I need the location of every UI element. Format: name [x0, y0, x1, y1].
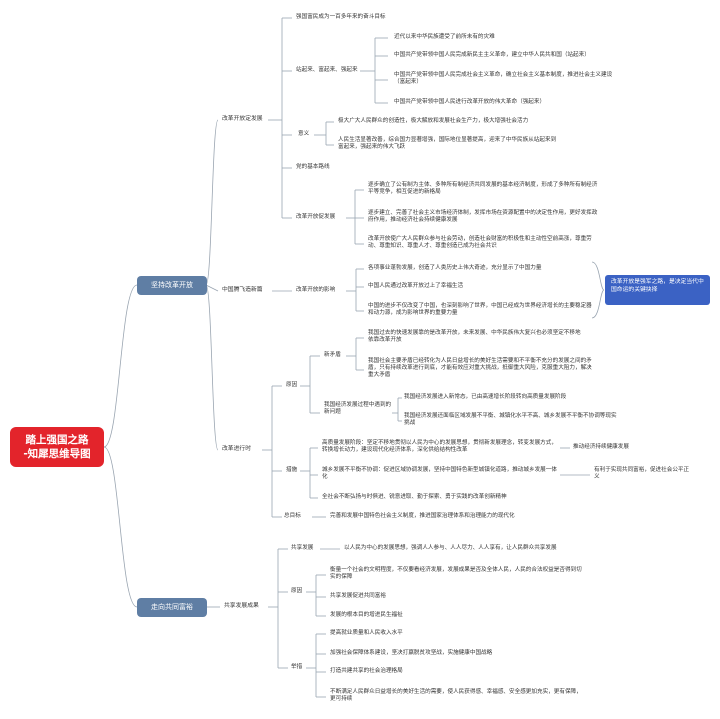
branch-common-prosperity[interactable]: 走向共同富裕 [137, 598, 207, 617]
rise-item-2[interactable]: 中国共产党带领中国人民完成新民主主义革命，建立中华人民共和国（站起来） [394, 52, 590, 58]
node-reform-ongoing[interactable]: 改革进行时 [222, 446, 251, 452]
node-basic-line[interactable]: 党的基本路线 [296, 164, 330, 170]
node-goal[interactable]: 强国富民成为一百多年来的奋斗目标 [296, 14, 386, 20]
overall-goal-text[interactable]: 完善和发展中国特色社会主义制度，推进国家治理体系和治理能力的现代化 [330, 513, 515, 519]
economy-item-2[interactable]: 我国经济发展还面临区域发展不平衡、城镇化水平不高、城乡发展不平衡不协调等现实挑战 [404, 413, 617, 427]
measures2-item-4[interactable]: 不断满足人民群众日益增长的美好生活的需要，使人民获得感、幸福感、安全感更加充实，… [330, 689, 582, 703]
node-reason[interactable]: 原因 [286, 382, 298, 388]
node-reason-2[interactable]: 原因 [291, 588, 303, 594]
reason2-item-3[interactable]: 发展的根本目的增进民生福祉 [330, 612, 403, 618]
contradiction-item-2[interactable]: 我国社会主要矛盾已经转化为人民日益增长的美好生活需要和不平衡不充分的发展之间的矛… [368, 358, 592, 379]
branch-reform-opening[interactable]: 坚持改革开放 [137, 276, 207, 295]
reason2-item-2[interactable]: 共享发展促进共同富裕 [330, 593, 386, 599]
promote-item-2[interactable]: 逐步建立、完善了社会主义市场经济体制，发挥市场在资源配置中的决定性作用，更好发挥… [368, 210, 598, 224]
measures-result-1[interactable]: 推动经济持续健康发展 [573, 444, 629, 450]
measures2-item-2[interactable]: 加强社会保障体系建设，坚决打赢脱贫攻坚战，实施健康中国战略 [330, 650, 493, 656]
node-promote[interactable]: 改革开放促发展 [296, 214, 336, 220]
contradiction-item-1[interactable]: 我国过去的快速发展靠的是改革开放，未来发展、中华民族伟大复兴也必须坚定不移地依靠… [368, 330, 581, 344]
shared-development-text[interactable]: 以人民为中心的发展思想，强调人人参与、人人尽力、人人享有，让人民群众共享发展 [344, 545, 557, 551]
node-shared-development[interactable]: 共享发展 [291, 545, 314, 551]
rise-item-4[interactable]: 中国共产党带领中国人民进行改革开放的伟大革命（强起来） [394, 99, 546, 105]
node-china-takeoff[interactable]: 中国腾飞造新篇 [222, 287, 263, 293]
node-meaning[interactable]: 意义 [298, 131, 310, 137]
rise-item-3[interactable]: 中国共产党带领中国人民完成社会主义革命，确立社会主义基本制度，推进社会主义建设（… [394, 72, 613, 86]
measures-item-3[interactable]: 全社会不断弘扬与时俱进、锐意进取、勤于探索、勇于实践的改革创新精神 [322, 494, 507, 500]
measures-item-2[interactable]: 城乡发展不平衡不协调：促进区域协调发展，坚持中国特色新型城镇化道路，推动城乡发展… [322, 467, 557, 481]
meaning-item-2[interactable]: 人民生活显著改善，综合国力显著增强，国际地位显著提高，迎来了中华民族从站起来到富… [338, 137, 557, 151]
reason2-item-1[interactable]: 衡量一个社会的文明程度，不仅要看经济发展，发展成果是否及全体人民，人民的合法权益… [330, 567, 582, 581]
node-overall-goal[interactable]: 总目标 [284, 513, 301, 519]
node-economic-problems[interactable]: 我国经济发展过程中遇到的新问题 [324, 402, 392, 416]
promote-item-3[interactable]: 改革开放使广大人民群众参与社会劳动，创造社会财富的积极性和主动性空前高涨，尊重劳… [368, 236, 592, 250]
node-impact[interactable]: 改革开放的影响 [296, 287, 336, 293]
node-measures[interactable]: 措施 [286, 467, 298, 473]
measures-result-2[interactable]: 有利于实现共同富裕，促进社会公平正义 [594, 467, 690, 481]
economy-item-1[interactable]: 我国经济发展进入新常态，已由高速增长阶段转向高质量发展阶段 [404, 394, 567, 400]
node-new-contradiction[interactable]: 新矛盾 [324, 352, 341, 358]
meaning-item-1[interactable]: 极大广大人民群众的创造性，极大解放和发展社会生产力，极大增强社会活力 [338, 118, 529, 124]
node-measures-2[interactable]: 举措 [291, 664, 303, 670]
node-reform-development[interactable]: 改革开放定发展 [222, 116, 263, 122]
node-share-results[interactable]: 共享发展成果 [224, 603, 259, 609]
node-rise[interactable]: 站起来、富起来、强起来 [296, 67, 358, 73]
root-node[interactable]: 踏上强国之路 -知犀思维导图 [10, 427, 104, 467]
measures2-item-3[interactable]: 打造共建共享的社会治理格局 [330, 668, 403, 674]
impact-item-2[interactable]: 中国人民通过改革开放过上了幸福生活 [368, 283, 464, 289]
root-title: 踏上强国之路 [25, 434, 89, 446]
promote-item-1[interactable]: 逐步确立了公有制为主体、多种所有制经济共同发展的基本经济制度，形成了多种所有制经… [368, 182, 598, 196]
rise-item-1[interactable]: 近代以来中华民族遭受了前所未有的灾难 [394, 34, 495, 40]
impact-callout[interactable]: 改革开放是强军之路，是决定当代中国命运的关键抉择 [605, 275, 710, 305]
root-subtitle: -知犀思维导图 [23, 448, 91, 460]
measures-item-1[interactable]: 高质量发展阶段：坚定不移地贯彻以人民为中心的发展思想，贯彻新发展理念，转变发展方… [322, 440, 557, 454]
measures2-item-1[interactable]: 提高就业质量和人民收入水平 [330, 630, 403, 636]
impact-item-1[interactable]: 各项事业蓬勃发展，创造了人类历史上伟大奇迹，充分显示了中国力量 [368, 265, 542, 271]
impact-item-3[interactable]: 中国的进步不仅改变了中国，也深刻影响了世界，中国已经成为世界经济增长的主要稳定器… [368, 303, 592, 317]
